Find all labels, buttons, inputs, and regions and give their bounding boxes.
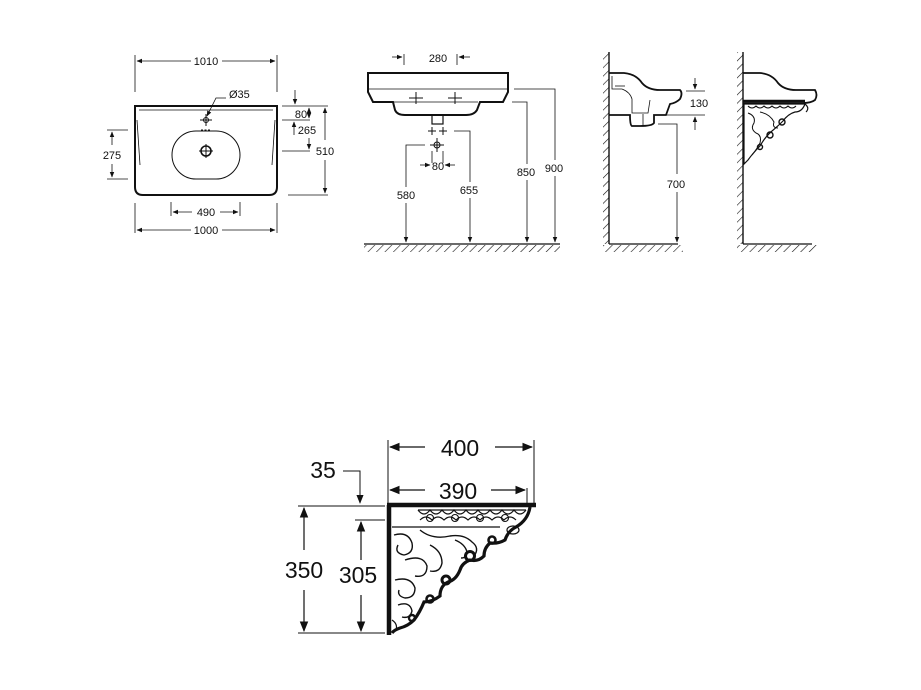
dim-bracket-top-depth: 390 <box>439 478 477 504</box>
tap-hole-icon <box>200 114 212 126</box>
dim-bottom-height: 850 <box>517 167 535 179</box>
basin-front-outline <box>367 72 509 116</box>
bracket-ornament-large <box>386 502 536 635</box>
dim-bowl-width: 490 <box>197 207 215 219</box>
dim-tap-offset: 80 <box>295 109 307 121</box>
bracket-detail: 400 390 35 350 305 <box>285 435 536 635</box>
waste-marker-icon <box>428 127 447 152</box>
bowl-outline <box>171 130 241 180</box>
dim-width-top: 1010 <box>194 56 218 68</box>
side-view: 130 700 <box>603 52 708 252</box>
basin-side-outline <box>609 72 683 127</box>
dim-tap-spacing: 280 <box>429 53 447 65</box>
dim-height-left: 275 <box>103 150 121 162</box>
dim-depth: 510 <box>316 146 334 158</box>
dim-waste-height-left: 580 <box>397 190 415 202</box>
dim-rim-height: 900 <box>545 163 563 175</box>
bracket-ornament-small <box>743 103 809 166</box>
drain-icon <box>199 144 213 158</box>
dim-bracket-scroll-height: 305 <box>339 562 377 588</box>
floor-hatch <box>364 243 560 252</box>
dim-bracket-top-thickness: 35 <box>310 457 336 483</box>
basin-top-outline <box>134 105 278 196</box>
top-view: 1010 Ø35 275 <box>103 55 334 237</box>
dim-bracket-overall-height: 350 <box>285 557 323 583</box>
tap-marker-icon <box>409 92 462 104</box>
dim-drain-offset: 265 <box>298 125 316 137</box>
side-view-bracket <box>737 52 818 252</box>
dim-waste-spacing: 80 <box>432 161 444 173</box>
front-view: 280 80 580 <box>364 53 563 252</box>
wall-hatch <box>603 52 683 252</box>
dim-width-bottom: 1000 <box>194 225 218 237</box>
dim-tap-hole: Ø35 <box>229 89 250 101</box>
dim-basin-depth: 130 <box>690 98 708 110</box>
dim-bracket-overall-depth: 400 <box>441 435 479 461</box>
dim-underside-height: 700 <box>667 179 685 191</box>
dim-waste-height-right: 655 <box>460 185 478 197</box>
